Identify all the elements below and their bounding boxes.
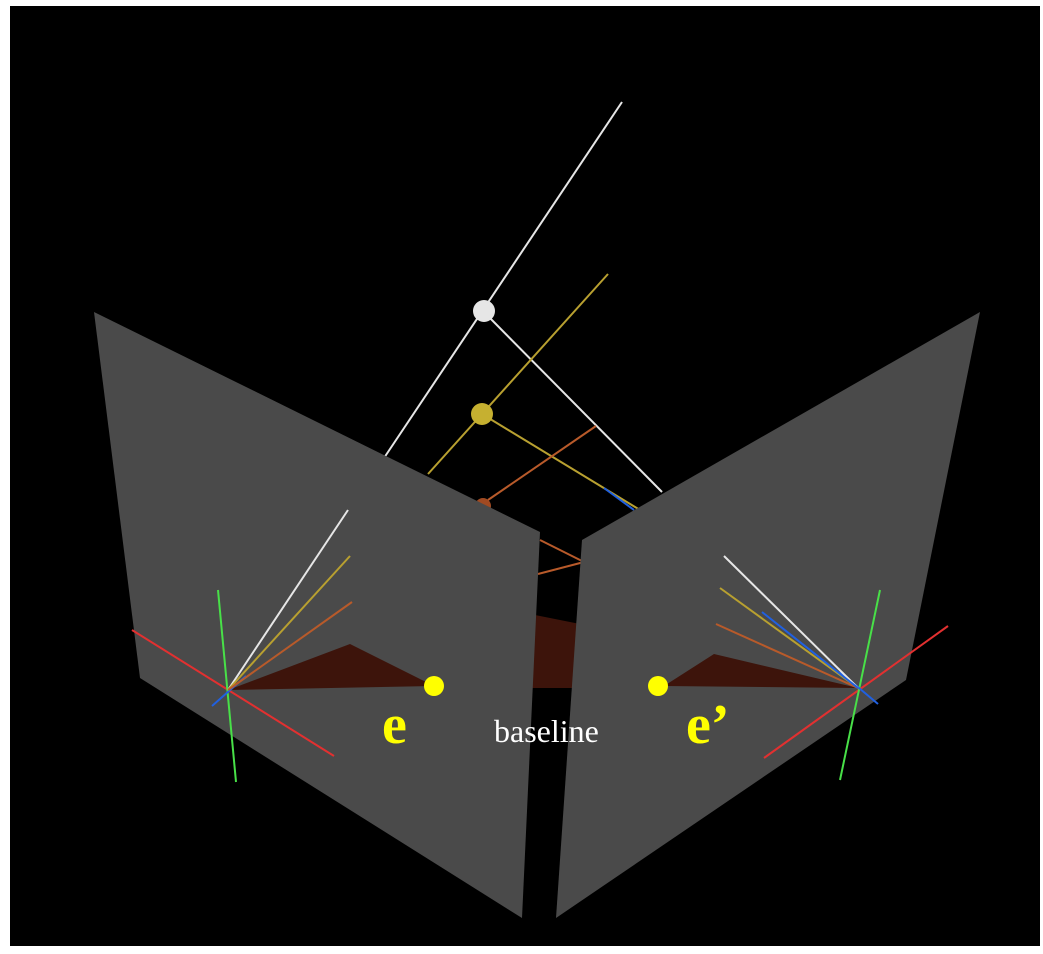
right-camera [664, 555, 949, 781]
right-ray-blue [761, 611, 859, 689]
ray-orange-upper [487, 425, 597, 501]
left-epipole-label: e [382, 694, 407, 756]
right-epipole-dot [648, 676, 668, 696]
ray-blue-right [603, 487, 635, 511]
ray-white-upper [383, 101, 623, 459]
ray-orange-lower2 [537, 561, 585, 575]
right-axis-y [839, 589, 881, 781]
left-image-plane [94, 312, 540, 918]
left-ray-white [227, 509, 349, 691]
right-epipole-label: e’ [686, 694, 730, 756]
left-axis-x [131, 629, 335, 757]
ray-orange-lower [539, 539, 585, 563]
baseline-label: baseline [494, 713, 599, 749]
left-epipole-dot [424, 676, 444, 696]
left-epipolar-triangle [228, 644, 434, 690]
right-epipolar-triangle [664, 654, 858, 688]
left-axis-y [217, 589, 237, 783]
right-ray-orange [715, 623, 859, 689]
left-ray-orange [227, 601, 353, 691]
point-white [473, 300, 495, 322]
right-axis-x [763, 625, 949, 759]
left-camera [131, 509, 434, 783]
ray-white-right [483, 311, 663, 493]
point-yellow [471, 403, 493, 425]
right-ray-yellow [719, 587, 859, 689]
right-ray-white [723, 555, 859, 689]
left-ray-yellow [227, 555, 351, 691]
right-image-plane [556, 312, 980, 918]
ray-yellow-upper [427, 273, 609, 475]
